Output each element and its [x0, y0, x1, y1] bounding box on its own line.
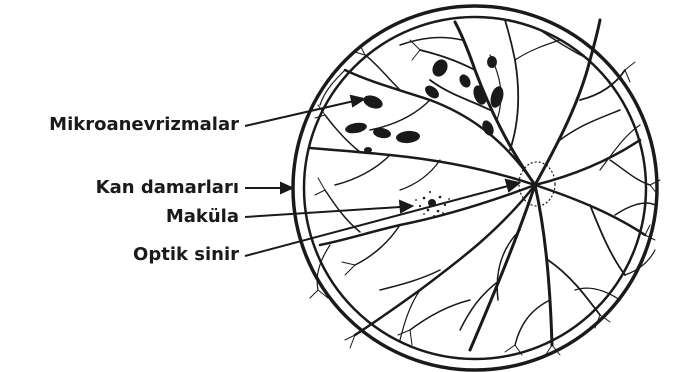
label-blood-vessels: Kan damarları [96, 177, 239, 199]
label-macula: Maküla [166, 206, 239, 228]
label-optic-nerve: Optik sinir [133, 244, 239, 266]
label-microaneurysms: Mikroanevrizmalar [49, 114, 239, 136]
